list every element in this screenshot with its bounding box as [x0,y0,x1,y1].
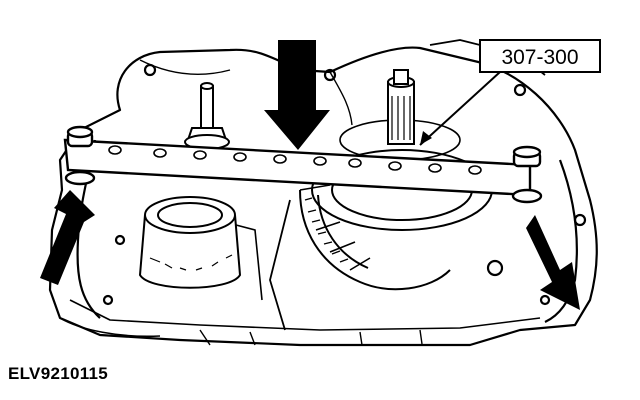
arrow-down-icon [264,40,330,150]
figure-id: ELV9210115 [8,364,109,383]
arrow-up-icon [40,190,95,285]
special-tool-bar [63,125,543,204]
right-knob [511,145,543,204]
seal-bore [138,196,263,301]
tool-number-label: 307-300 [501,46,578,69]
clutch-drum [269,184,451,331]
left-stud [184,82,230,150]
tool-bar-holes [108,145,482,175]
callout: 307-300 [419,39,601,146]
left-knob [64,125,96,186]
input-shaft [311,69,493,231]
arrow-up-icon [526,215,580,310]
